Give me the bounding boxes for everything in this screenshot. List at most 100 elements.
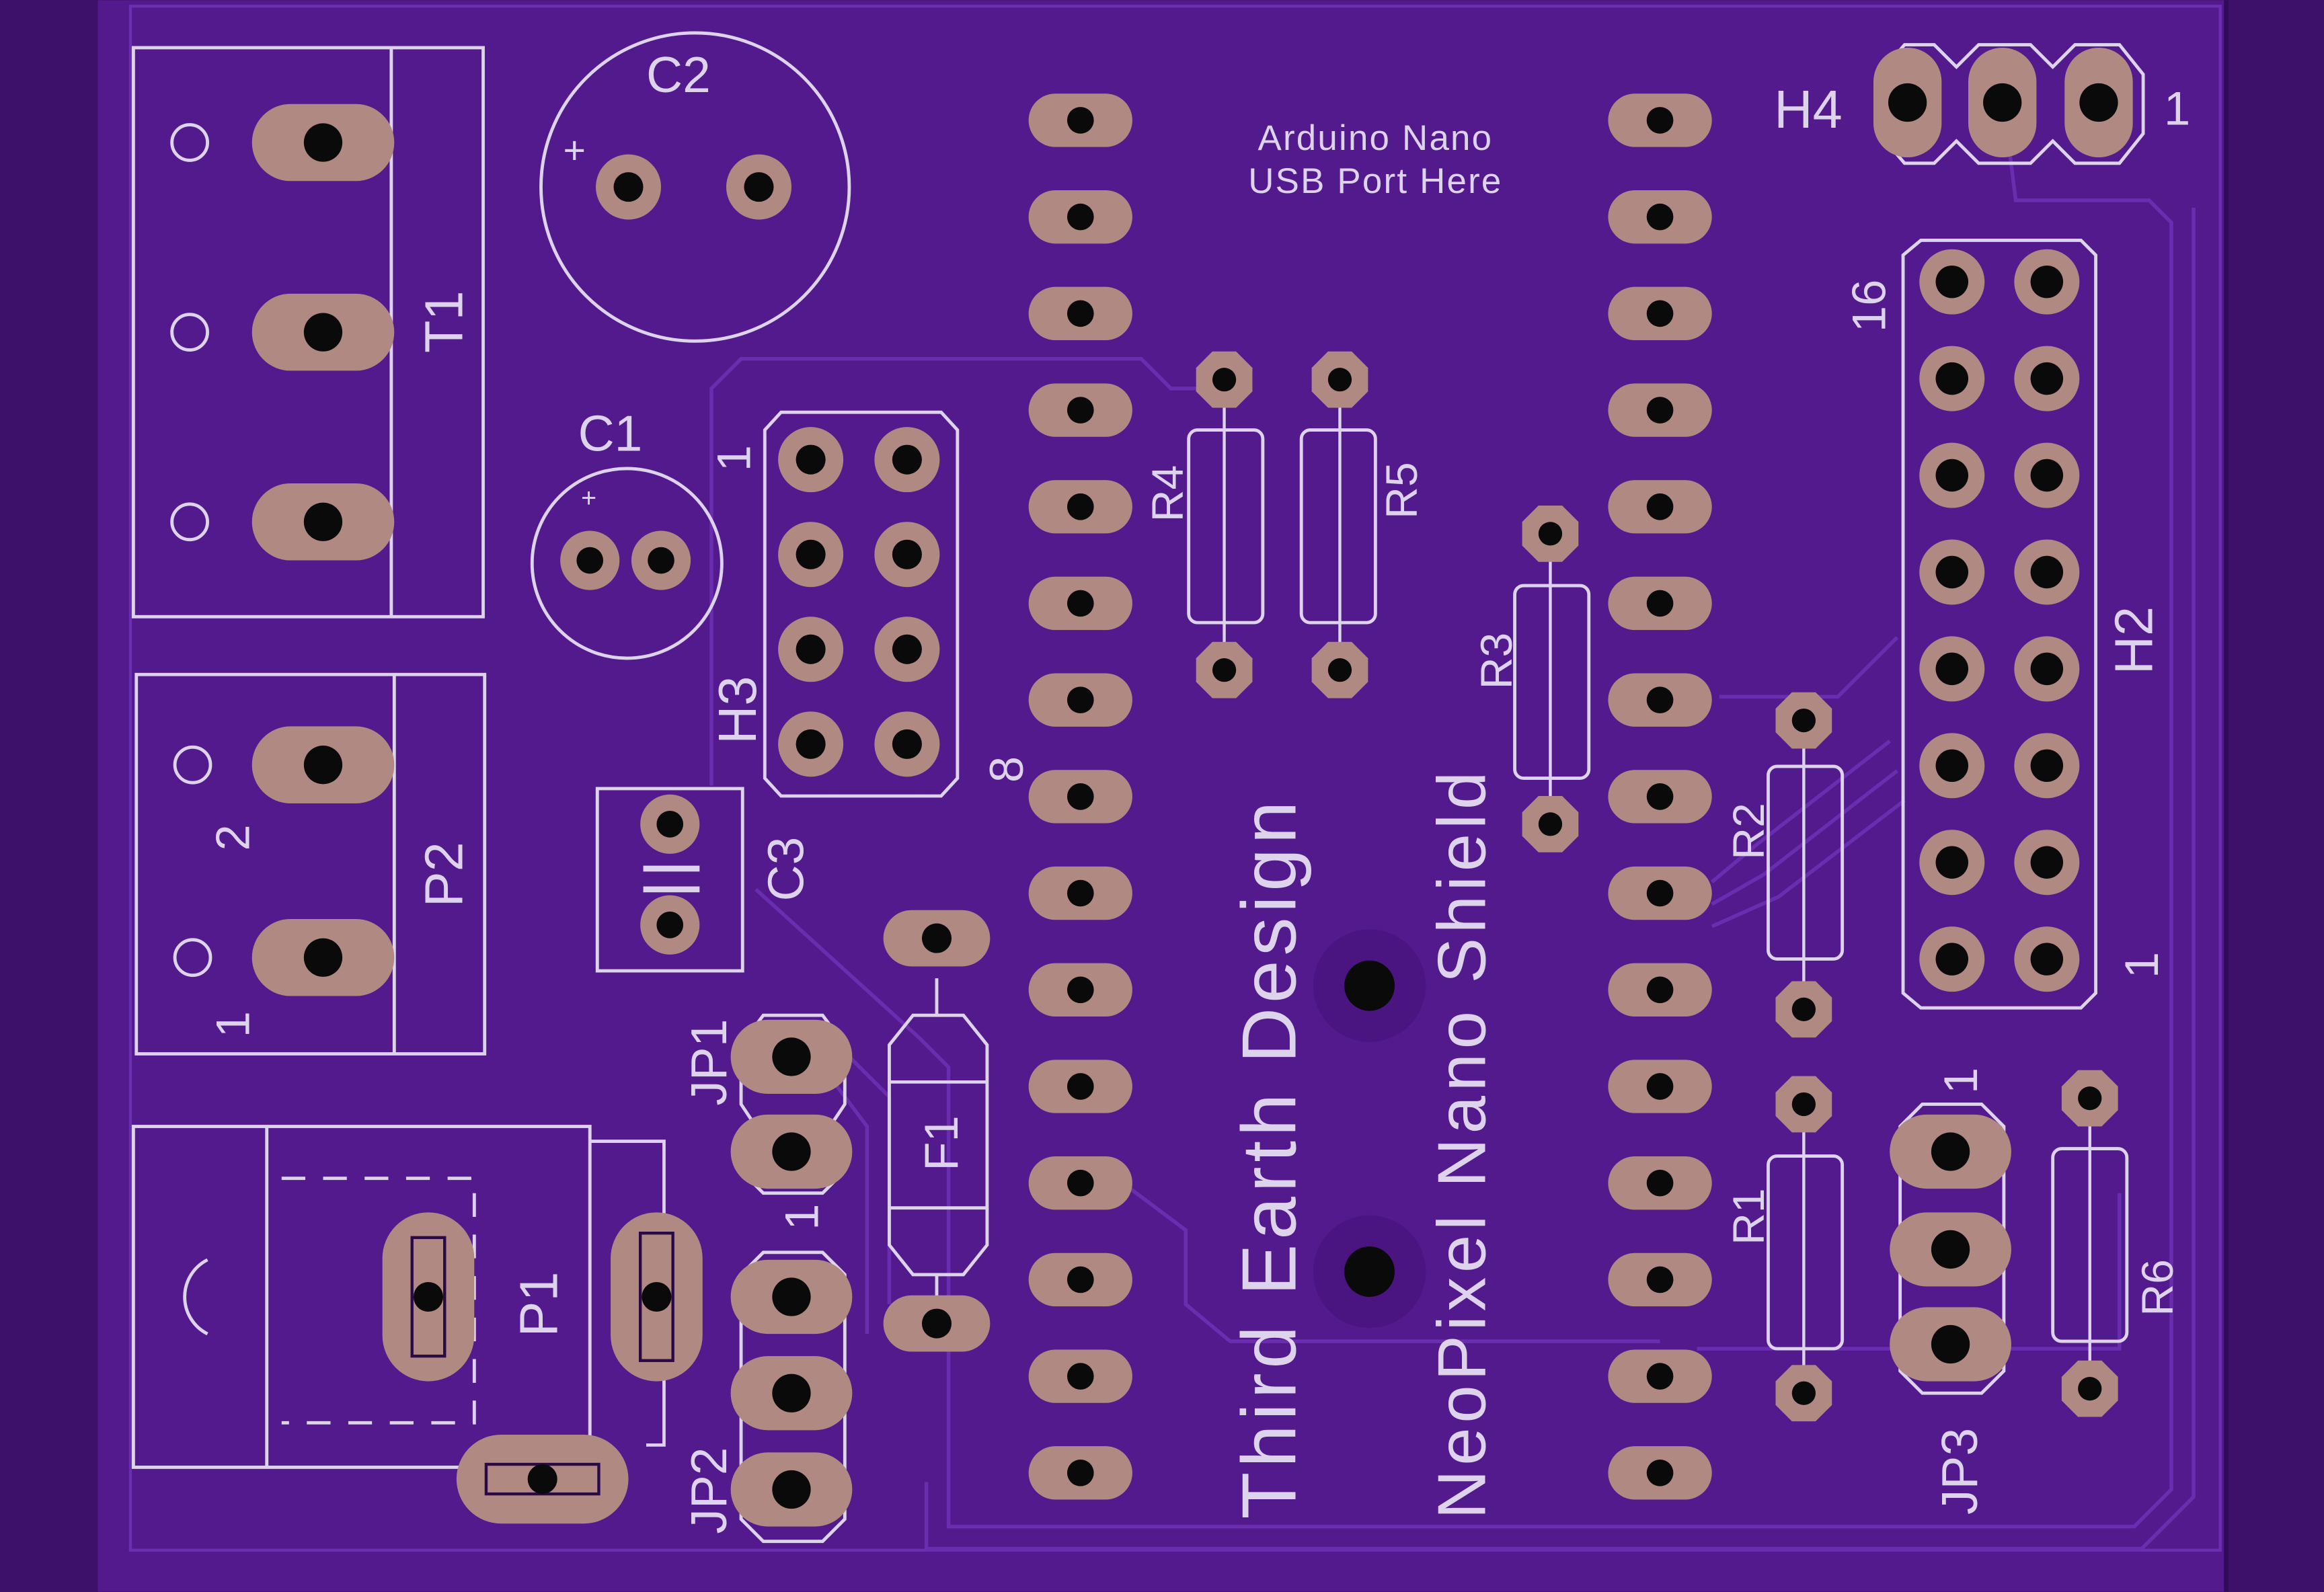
nano-right-pad-hole bbox=[1646, 1459, 1674, 1486]
nano-right-pad-hole bbox=[1646, 976, 1674, 1004]
nano-left-pad-hole bbox=[1067, 976, 1094, 1004]
nano-right-pad-hole bbox=[1646, 686, 1674, 714]
r2-pad-hole bbox=[1791, 997, 1816, 1022]
p2-outline bbox=[134, 672, 487, 1056]
h2-pad-hole bbox=[1935, 943, 1969, 976]
h3-pad-hole bbox=[892, 729, 922, 759]
r6-pad-hole bbox=[2078, 1086, 2102, 1111]
r3-pad-hole bbox=[1538, 812, 1563, 836]
h2-pad-hole bbox=[2030, 846, 2064, 879]
p2-pin2-label: 2 bbox=[206, 824, 259, 850]
nano-left-pad-hole bbox=[1067, 590, 1094, 617]
h3-pad-hole bbox=[796, 729, 826, 759]
nano-right-pad-hole bbox=[1646, 1363, 1674, 1390]
h2-pad-hole bbox=[2030, 652, 2064, 686]
r3-pad-hole bbox=[1538, 522, 1563, 546]
h2-pad-hole bbox=[1935, 265, 1969, 298]
nano-right-pad-hole bbox=[1646, 783, 1674, 810]
h3-outline bbox=[763, 410, 960, 798]
nano-left-pad-hole bbox=[1067, 1363, 1094, 1390]
nano-left-pad-hole bbox=[1067, 300, 1094, 327]
r5-pad-hole bbox=[1327, 658, 1352, 682]
nano-left-pad-hole bbox=[1067, 397, 1094, 424]
h4-pin1-label: 1 bbox=[2164, 82, 2190, 135]
nano-left-pad-hole bbox=[1067, 203, 1094, 231]
company-name: Third Earth Design bbox=[1226, 797, 1312, 1519]
h2-pad-hole bbox=[1935, 749, 1969, 783]
h3-pad-hole bbox=[796, 539, 826, 569]
c3-outline bbox=[595, 787, 744, 973]
h2-pad-hole bbox=[1935, 459, 1969, 492]
h2-pad-hole bbox=[2030, 362, 2064, 395]
h2-pad-hole bbox=[2030, 943, 2064, 976]
jp3-outline bbox=[1898, 1103, 2006, 1395]
nano-right-pad-hole bbox=[1646, 203, 1674, 231]
t1-marker bbox=[170, 123, 209, 162]
r4-pad-hole bbox=[1212, 368, 1237, 392]
nano-left-pad-hole bbox=[1067, 107, 1094, 134]
p2-pin1-label: 1 bbox=[206, 1011, 259, 1037]
nano-right-pad-hole bbox=[1646, 300, 1674, 327]
h3-label: H3 bbox=[707, 676, 767, 744]
p1-outline bbox=[131, 1125, 592, 1469]
c1-plus-marker: + bbox=[581, 483, 596, 513]
h4-outline bbox=[1877, 43, 2145, 165]
jp3-pin1-label: 1 bbox=[1934, 1068, 1987, 1094]
h2-pad-hole bbox=[1935, 362, 1969, 395]
c1-outline bbox=[530, 467, 724, 660]
c2-plus-marker: + bbox=[564, 129, 586, 172]
nano-right-pad-hole bbox=[1646, 107, 1674, 134]
nano-right-pad-hole bbox=[1646, 397, 1674, 424]
f1-outline bbox=[888, 1013, 989, 1277]
h3-pad-hole bbox=[892, 444, 922, 475]
c3-label: C3 bbox=[758, 837, 814, 902]
nano-right-pad-hole bbox=[1646, 1073, 1674, 1100]
p2-marker bbox=[173, 745, 212, 785]
nano-right-pad-hole bbox=[1646, 1169, 1674, 1197]
h2-pad-hole bbox=[2030, 749, 2064, 783]
generated-pads bbox=[778, 93, 2118, 1500]
r2-pad-hole bbox=[1791, 708, 1816, 733]
nano-left-pad-hole bbox=[1067, 493, 1094, 520]
nano-right-pad-hole bbox=[1646, 879, 1674, 907]
r6-label: R6 bbox=[2133, 1259, 2183, 1316]
nano-left-pad-hole bbox=[1067, 1073, 1094, 1100]
h2-pad-hole bbox=[2030, 555, 2064, 589]
h3-pin1-label: 1 bbox=[707, 445, 760, 471]
usb-note-line1: Arduino Nano bbox=[1257, 118, 1493, 158]
nano-right-pad-hole bbox=[1646, 590, 1674, 617]
h3-pad-hole bbox=[892, 634, 922, 664]
h3-pad-hole bbox=[892, 539, 922, 569]
nano-left-pad-hole bbox=[1067, 1459, 1094, 1486]
c2-label: C2 bbox=[646, 46, 711, 103]
h2-pad-hole bbox=[1935, 652, 1969, 686]
r5-pad-hole bbox=[1327, 368, 1352, 392]
t1-marker bbox=[170, 502, 209, 542]
nano-right-pad-hole bbox=[1646, 493, 1674, 520]
h2-pin1-label: 1 bbox=[2115, 952, 2168, 978]
jp1-pin1-label: 1 bbox=[775, 1204, 828, 1230]
nano-left-pad-hole bbox=[1067, 1266, 1094, 1294]
jp2-label: JP2 bbox=[681, 1447, 737, 1534]
p1-label: P1 bbox=[509, 1271, 569, 1337]
r6-pad-hole bbox=[2078, 1377, 2102, 1401]
jp2-outline bbox=[739, 1250, 847, 1544]
silkscreen-labels: C2 C1 T1 P2 2 1 H3 1 8 C3 JP1 1 JP2 P1 F… bbox=[206, 46, 2190, 1534]
h2-pin16-label: 16 bbox=[1843, 280, 1896, 332]
h2-pad-hole bbox=[2030, 265, 2064, 298]
r3-label: R3 bbox=[1472, 633, 1522, 690]
nano-right-pad-hole bbox=[1646, 1266, 1674, 1294]
jp3-label: JP3 bbox=[1931, 1428, 1988, 1515]
h4-label: H4 bbox=[1774, 79, 1842, 139]
product-name: NeoPixel Nano Shield bbox=[1424, 767, 1500, 1519]
r1-pad-hole bbox=[1791, 1092, 1816, 1117]
nano-left-pad-hole bbox=[1067, 783, 1094, 810]
r4-pad-hole bbox=[1212, 658, 1237, 682]
h2-pad-hole bbox=[2030, 459, 2064, 492]
r4-label: R4 bbox=[1143, 465, 1193, 522]
jp1-label: JP1 bbox=[681, 1019, 737, 1106]
h3-pad-hole bbox=[796, 444, 826, 475]
p2-marker bbox=[173, 938, 212, 978]
r2-label: R2 bbox=[1724, 803, 1774, 860]
